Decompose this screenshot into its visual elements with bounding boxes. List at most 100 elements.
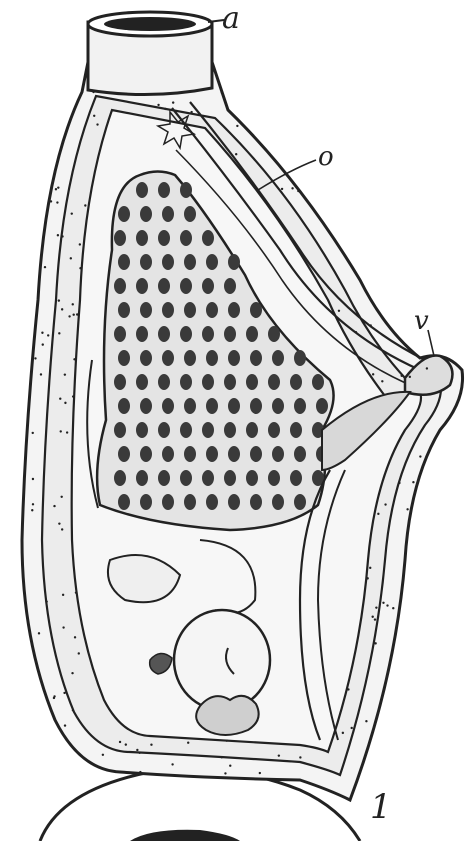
stipple-dot <box>235 153 237 155</box>
stipple-dot <box>365 720 367 722</box>
stipple-dot <box>278 754 280 756</box>
stigma <box>206 446 218 462</box>
stigma <box>228 398 240 414</box>
stigma <box>228 494 240 510</box>
stigma <box>114 278 126 294</box>
stigma <box>140 254 152 270</box>
stipple-dot <box>58 522 60 524</box>
stigma <box>158 182 170 198</box>
stipple-dot <box>38 632 40 634</box>
stigma <box>184 302 196 318</box>
stigma <box>162 446 174 462</box>
stipple-dot <box>57 186 59 188</box>
stigma <box>202 422 214 438</box>
stigma <box>294 446 306 462</box>
stipple-dot <box>221 91 223 93</box>
stigma <box>272 350 284 366</box>
stipple-dot <box>355 331 357 333</box>
stipple-dot <box>369 567 371 569</box>
stigma <box>140 398 152 414</box>
stigma <box>158 326 170 342</box>
stipple-dot <box>62 594 64 596</box>
stipple-dot <box>381 380 383 382</box>
stipple-dot <box>190 111 192 113</box>
stigma <box>158 230 170 246</box>
stipple-dot <box>224 772 226 774</box>
stigma <box>250 446 262 462</box>
label-o: o <box>318 144 334 170</box>
stigma <box>184 254 196 270</box>
stipple-dot <box>281 188 283 190</box>
stigma <box>250 398 262 414</box>
stigma <box>294 350 306 366</box>
stipple-dot <box>377 513 379 515</box>
stigma <box>250 302 262 318</box>
stipple-dot <box>62 626 64 628</box>
stipple-dot <box>374 642 376 644</box>
stigma <box>224 470 236 486</box>
stipple-dot <box>136 749 138 751</box>
stipple-dot <box>72 303 74 305</box>
stipple-dot <box>369 324 371 326</box>
stipple-dot <box>226 739 228 741</box>
stipple-dot <box>57 234 59 236</box>
stipple-dot <box>75 591 77 593</box>
stigma <box>136 230 148 246</box>
stipple-dot <box>64 373 66 375</box>
gonad <box>196 696 259 735</box>
stipple-dot <box>139 771 141 773</box>
stigma <box>290 374 302 390</box>
stigma <box>250 350 262 366</box>
stipple-dot <box>70 257 72 259</box>
stigma <box>136 374 148 390</box>
stipple-dot <box>60 430 62 432</box>
stipple-dot <box>74 636 76 638</box>
stigma <box>162 398 174 414</box>
stipple-dot <box>171 763 173 765</box>
label-v: v <box>414 308 429 334</box>
stigma <box>114 230 126 246</box>
stigma <box>268 326 280 342</box>
stigma <box>140 350 152 366</box>
stipple-dot <box>291 187 293 189</box>
stipple-dot <box>64 724 66 726</box>
stigma <box>272 494 284 510</box>
stigma <box>180 470 192 486</box>
stigma <box>180 182 192 198</box>
stigma <box>246 470 258 486</box>
stigma <box>202 470 214 486</box>
stipple-dot <box>102 754 104 756</box>
stipple-dot <box>125 743 127 745</box>
stigma <box>180 230 192 246</box>
stipple-dot <box>42 343 44 345</box>
stigma <box>136 182 148 198</box>
stigma <box>118 446 130 462</box>
stipple-dot <box>187 742 189 744</box>
stigma <box>206 350 218 366</box>
stipple-dot <box>347 688 349 690</box>
stigma <box>136 326 148 342</box>
stigma <box>246 326 258 342</box>
stipple-dot <box>236 125 238 127</box>
stigma <box>114 470 126 486</box>
stipple-dot <box>119 741 121 743</box>
stigma <box>312 374 324 390</box>
stigma <box>158 422 170 438</box>
stigma <box>246 422 258 438</box>
stigma <box>158 374 170 390</box>
stipple-dot <box>41 332 43 334</box>
stigma <box>118 494 130 510</box>
stigma <box>246 374 258 390</box>
stomach <box>174 610 270 710</box>
stigma <box>202 278 214 294</box>
stigma <box>162 254 174 270</box>
stipple-dot <box>50 200 52 202</box>
stipple-dot <box>366 577 368 579</box>
stigma <box>268 470 280 486</box>
stipple-dot <box>392 607 394 609</box>
stipple-dot <box>371 616 373 618</box>
stipple-dot <box>221 756 223 758</box>
stipple-dot <box>47 334 49 336</box>
stipple-dot <box>297 190 299 192</box>
